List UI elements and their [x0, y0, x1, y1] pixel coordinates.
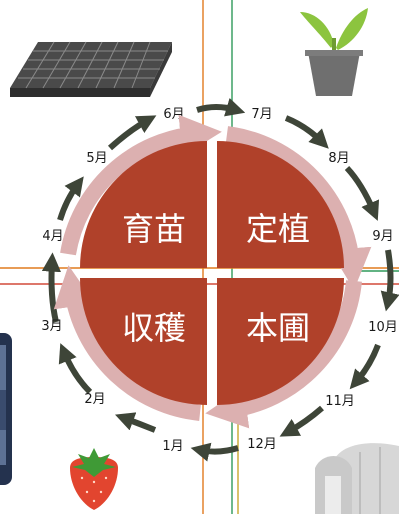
month-label-1: 1月: [162, 439, 183, 454]
arrow-11-12: [279, 405, 324, 437]
ring-arrow-bottom-right: [205, 280, 362, 429]
ring-arrow-bottom-left: [53, 265, 201, 421]
arrow-10-11: [349, 343, 381, 390]
phase-sectors: [80, 141, 344, 405]
sector-top-left: [80, 141, 207, 268]
month-label-3: 3月: [41, 319, 62, 334]
seedling-tray-icon: [10, 41, 172, 97]
month-label-9: 9月: [372, 229, 393, 244]
month-labels: 1月 2月 3月 4月 5月 6月 7月 8月 9月 10月 11月 12月: [41, 107, 397, 454]
arrow-8-9: [344, 165, 380, 221]
phase-label-top-right: 定植: [246, 210, 310, 248]
phase-label-top-left: 育苗: [122, 210, 186, 248]
month-label-12: 12月: [247, 437, 277, 452]
arrow-12-1: [190, 442, 239, 462]
greenhouse-icon: [315, 443, 399, 514]
month-label-11: 11月: [325, 394, 355, 409]
arrow-4-5: [57, 176, 84, 221]
phase-labels: 育苗 定植 収穫 本圃: [122, 210, 310, 347]
arrow-5-6: [107, 115, 157, 151]
arrow-3-4: [41, 252, 62, 323]
sector-top-right: [217, 141, 344, 268]
arrow-6-7: [196, 98, 246, 117]
ring-arrow-top-right: [225, 126, 372, 290]
arrow-9-10: [380, 249, 399, 312]
month-label-8: 8月: [328, 151, 349, 166]
month-label-4: 4月: [42, 229, 63, 244]
month-label-2: 2月: [84, 392, 105, 407]
arrow-7-8: [284, 115, 329, 149]
month-arrows: [41, 98, 399, 462]
potted-plant-icon: [300, 8, 368, 96]
month-label-7: 7月: [251, 107, 272, 122]
phase-label-bottom-left: 収穫: [122, 309, 186, 347]
ring-arrows: [53, 114, 372, 429]
strawberry-icon: [70, 448, 118, 510]
arrow-2-3: [58, 343, 93, 395]
sector-bottom-left: [80, 278, 207, 405]
month-label-10: 10月: [368, 320, 398, 335]
sector-bottom-right: [217, 278, 344, 405]
month-label-6: 6月: [163, 107, 184, 122]
ring-arrow-top-left: [60, 114, 222, 256]
arrow-1-2: [115, 412, 157, 433]
phase-label-bottom-right: 本圃: [246, 309, 310, 347]
bottle-icon: [0, 333, 12, 485]
month-label-5: 5月: [86, 151, 107, 166]
